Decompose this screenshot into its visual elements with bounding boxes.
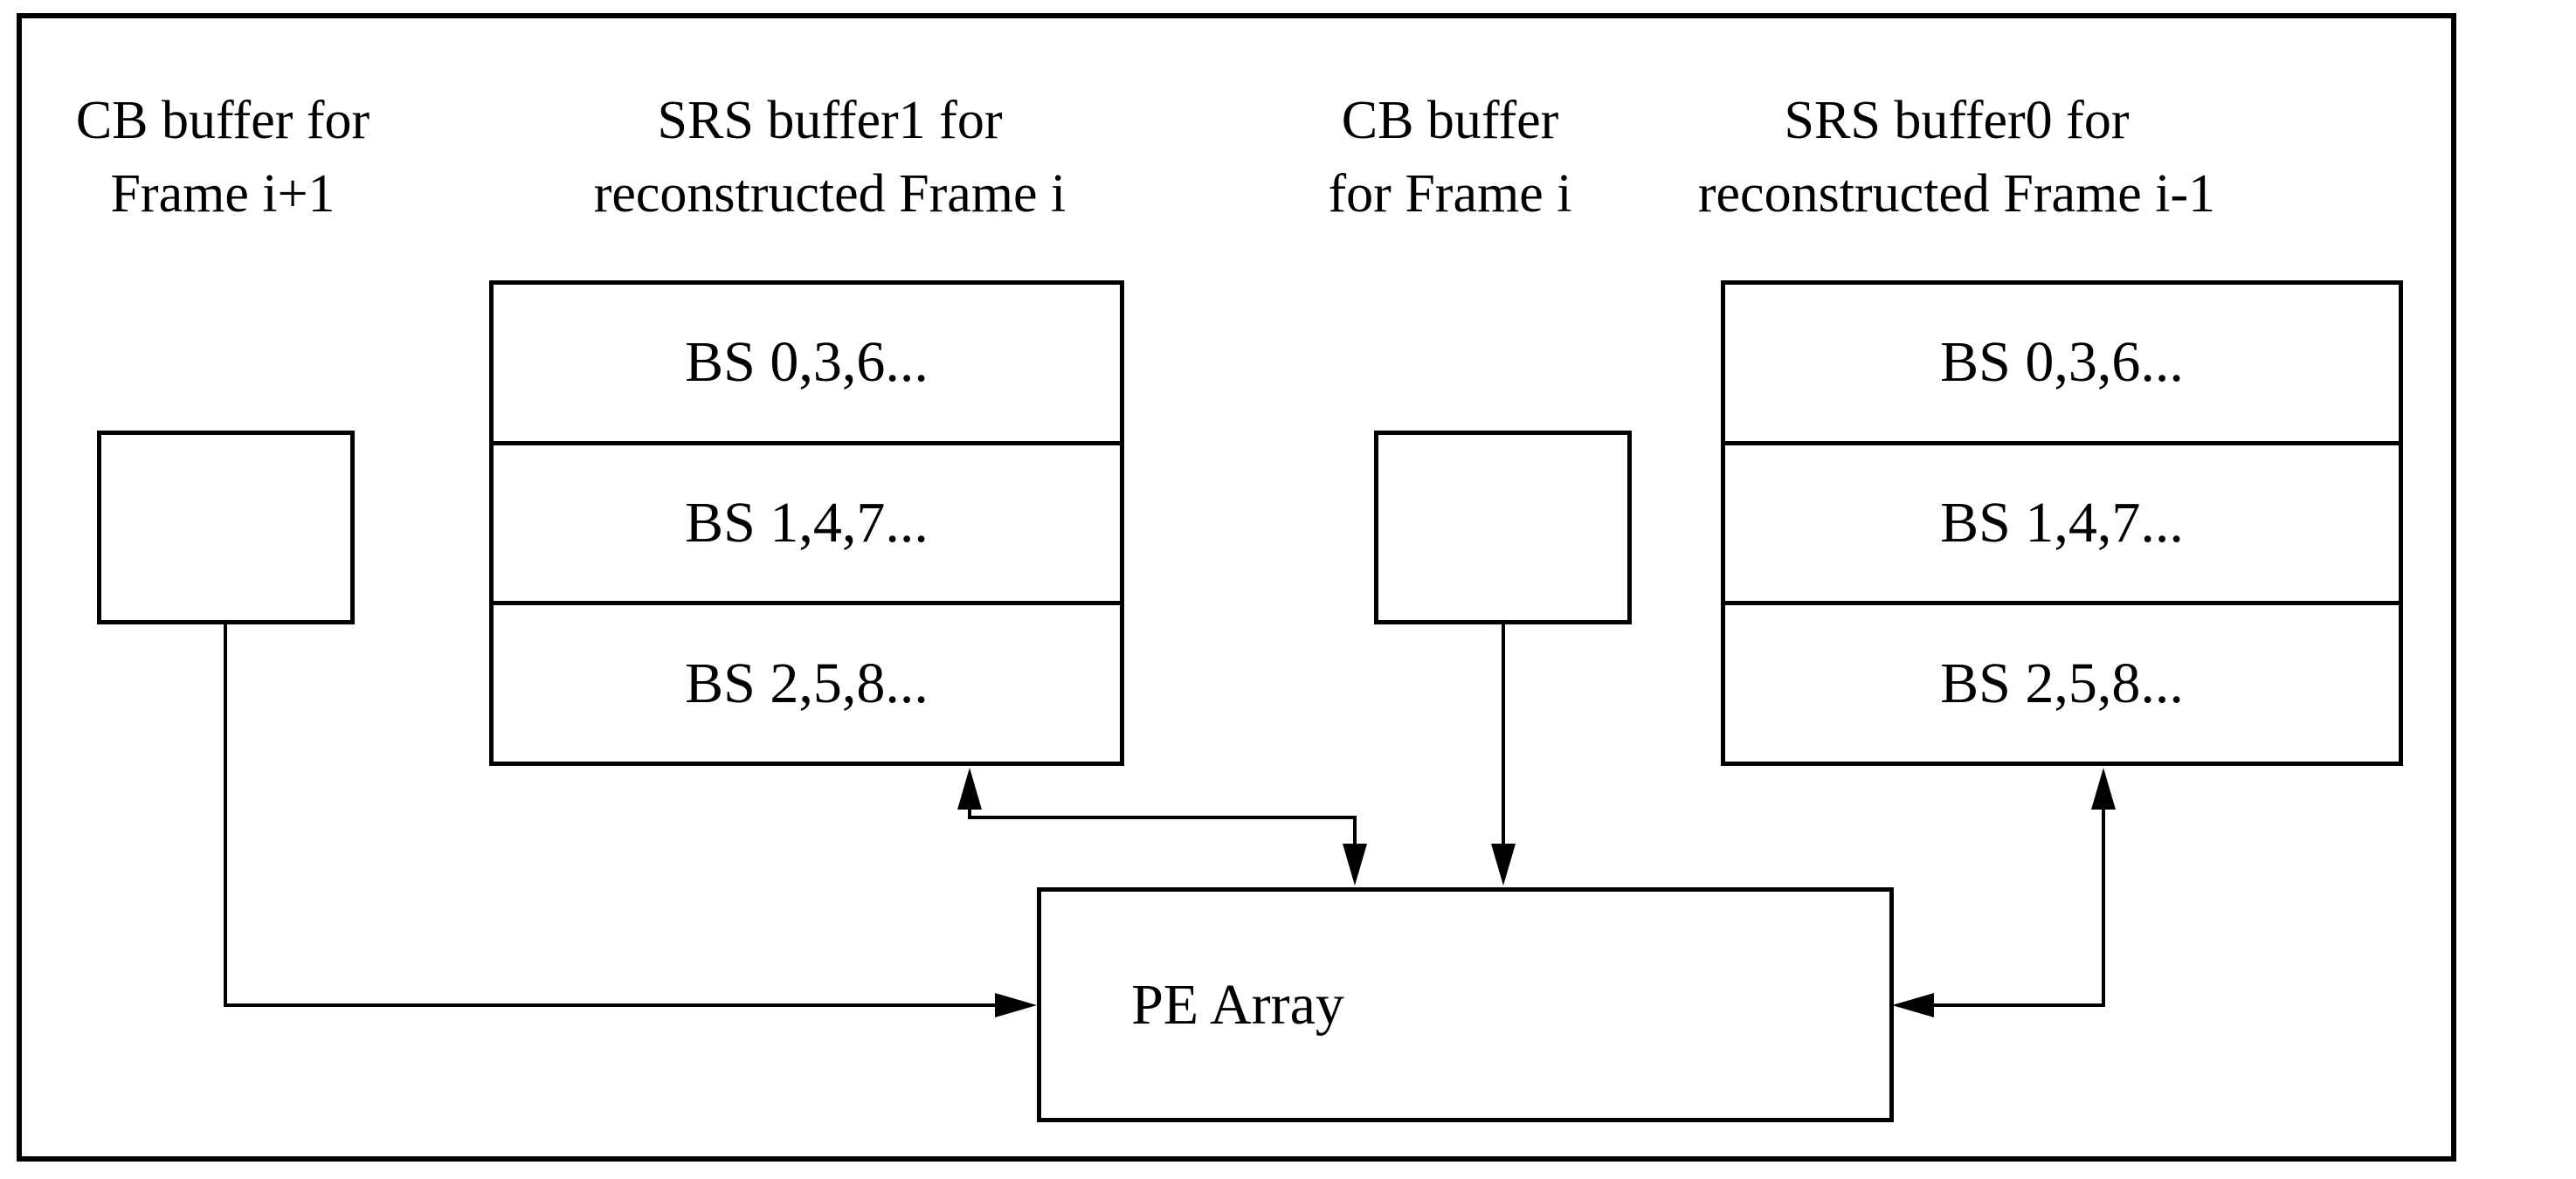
label-cb-buffer-frame-i: CB buffer for Frame i <box>1144 84 1756 231</box>
label-cb-buffer-frame-i-plus-1: CB buffer for Frame i+1 <box>0 84 528 231</box>
label-line: SRS buffer0 for <box>1784 91 2130 150</box>
cb-buffer-frame-i-plus-1-box <box>97 431 355 624</box>
srs-buffer0-box: BS 0,3,6... BS 1,4,7... BS 2,5,8... <box>1721 280 2403 766</box>
label-line: CB buffer for <box>75 91 370 150</box>
srs-buffer0-row-2: BS 2,5,8... <box>1725 601 2399 762</box>
srs-buffer0-row-1: BS 1,4,7... <box>1725 440 2399 602</box>
label-srs-buffer0: SRS buffer0 for reconstructed Frame i-1 <box>1651 84 2262 231</box>
srs-buffer1-box: BS 0,3,6... BS 1,4,7... BS 2,5,8... <box>489 280 1124 766</box>
srs-buffer1-row-2: BS 2,5,8... <box>494 601 1120 762</box>
pe-array-label: PE Array <box>1131 972 1344 1037</box>
label-line: Frame i+1 <box>110 164 335 224</box>
arrow-srs-buffer1-pe-bidirectional <box>957 768 1367 886</box>
arrow-cb-cur-to-pe <box>1491 624 1516 886</box>
srs-buffer0-row-0: BS 0,3,6... <box>1940 330 2184 395</box>
pe-array-box: PE Array <box>1037 887 1894 1122</box>
label-srs-buffer1: SRS buffer1 for reconstructed Frame i <box>524 84 1136 231</box>
diagram-outer-border <box>17 13 2456 1162</box>
arrow-srs-buffer0-pe-bidirectional <box>1892 768 2116 1017</box>
cb-buffer-frame-i-box <box>1374 431 1632 624</box>
label-line: CB buffer <box>1341 91 1559 150</box>
label-line: reconstructed Frame i <box>593 164 1067 224</box>
label-line: reconstructed Frame i-1 <box>1697 164 2216 224</box>
srs-buffer1-row-0: BS 0,3,6... <box>685 330 929 395</box>
srs-buffer1-row-1: BS 1,4,7... <box>494 440 1120 602</box>
label-line: for Frame i <box>1328 164 1572 224</box>
arrow-cb-next-to-pe <box>224 624 1037 1017</box>
label-line: SRS buffer1 for <box>657 91 1003 150</box>
